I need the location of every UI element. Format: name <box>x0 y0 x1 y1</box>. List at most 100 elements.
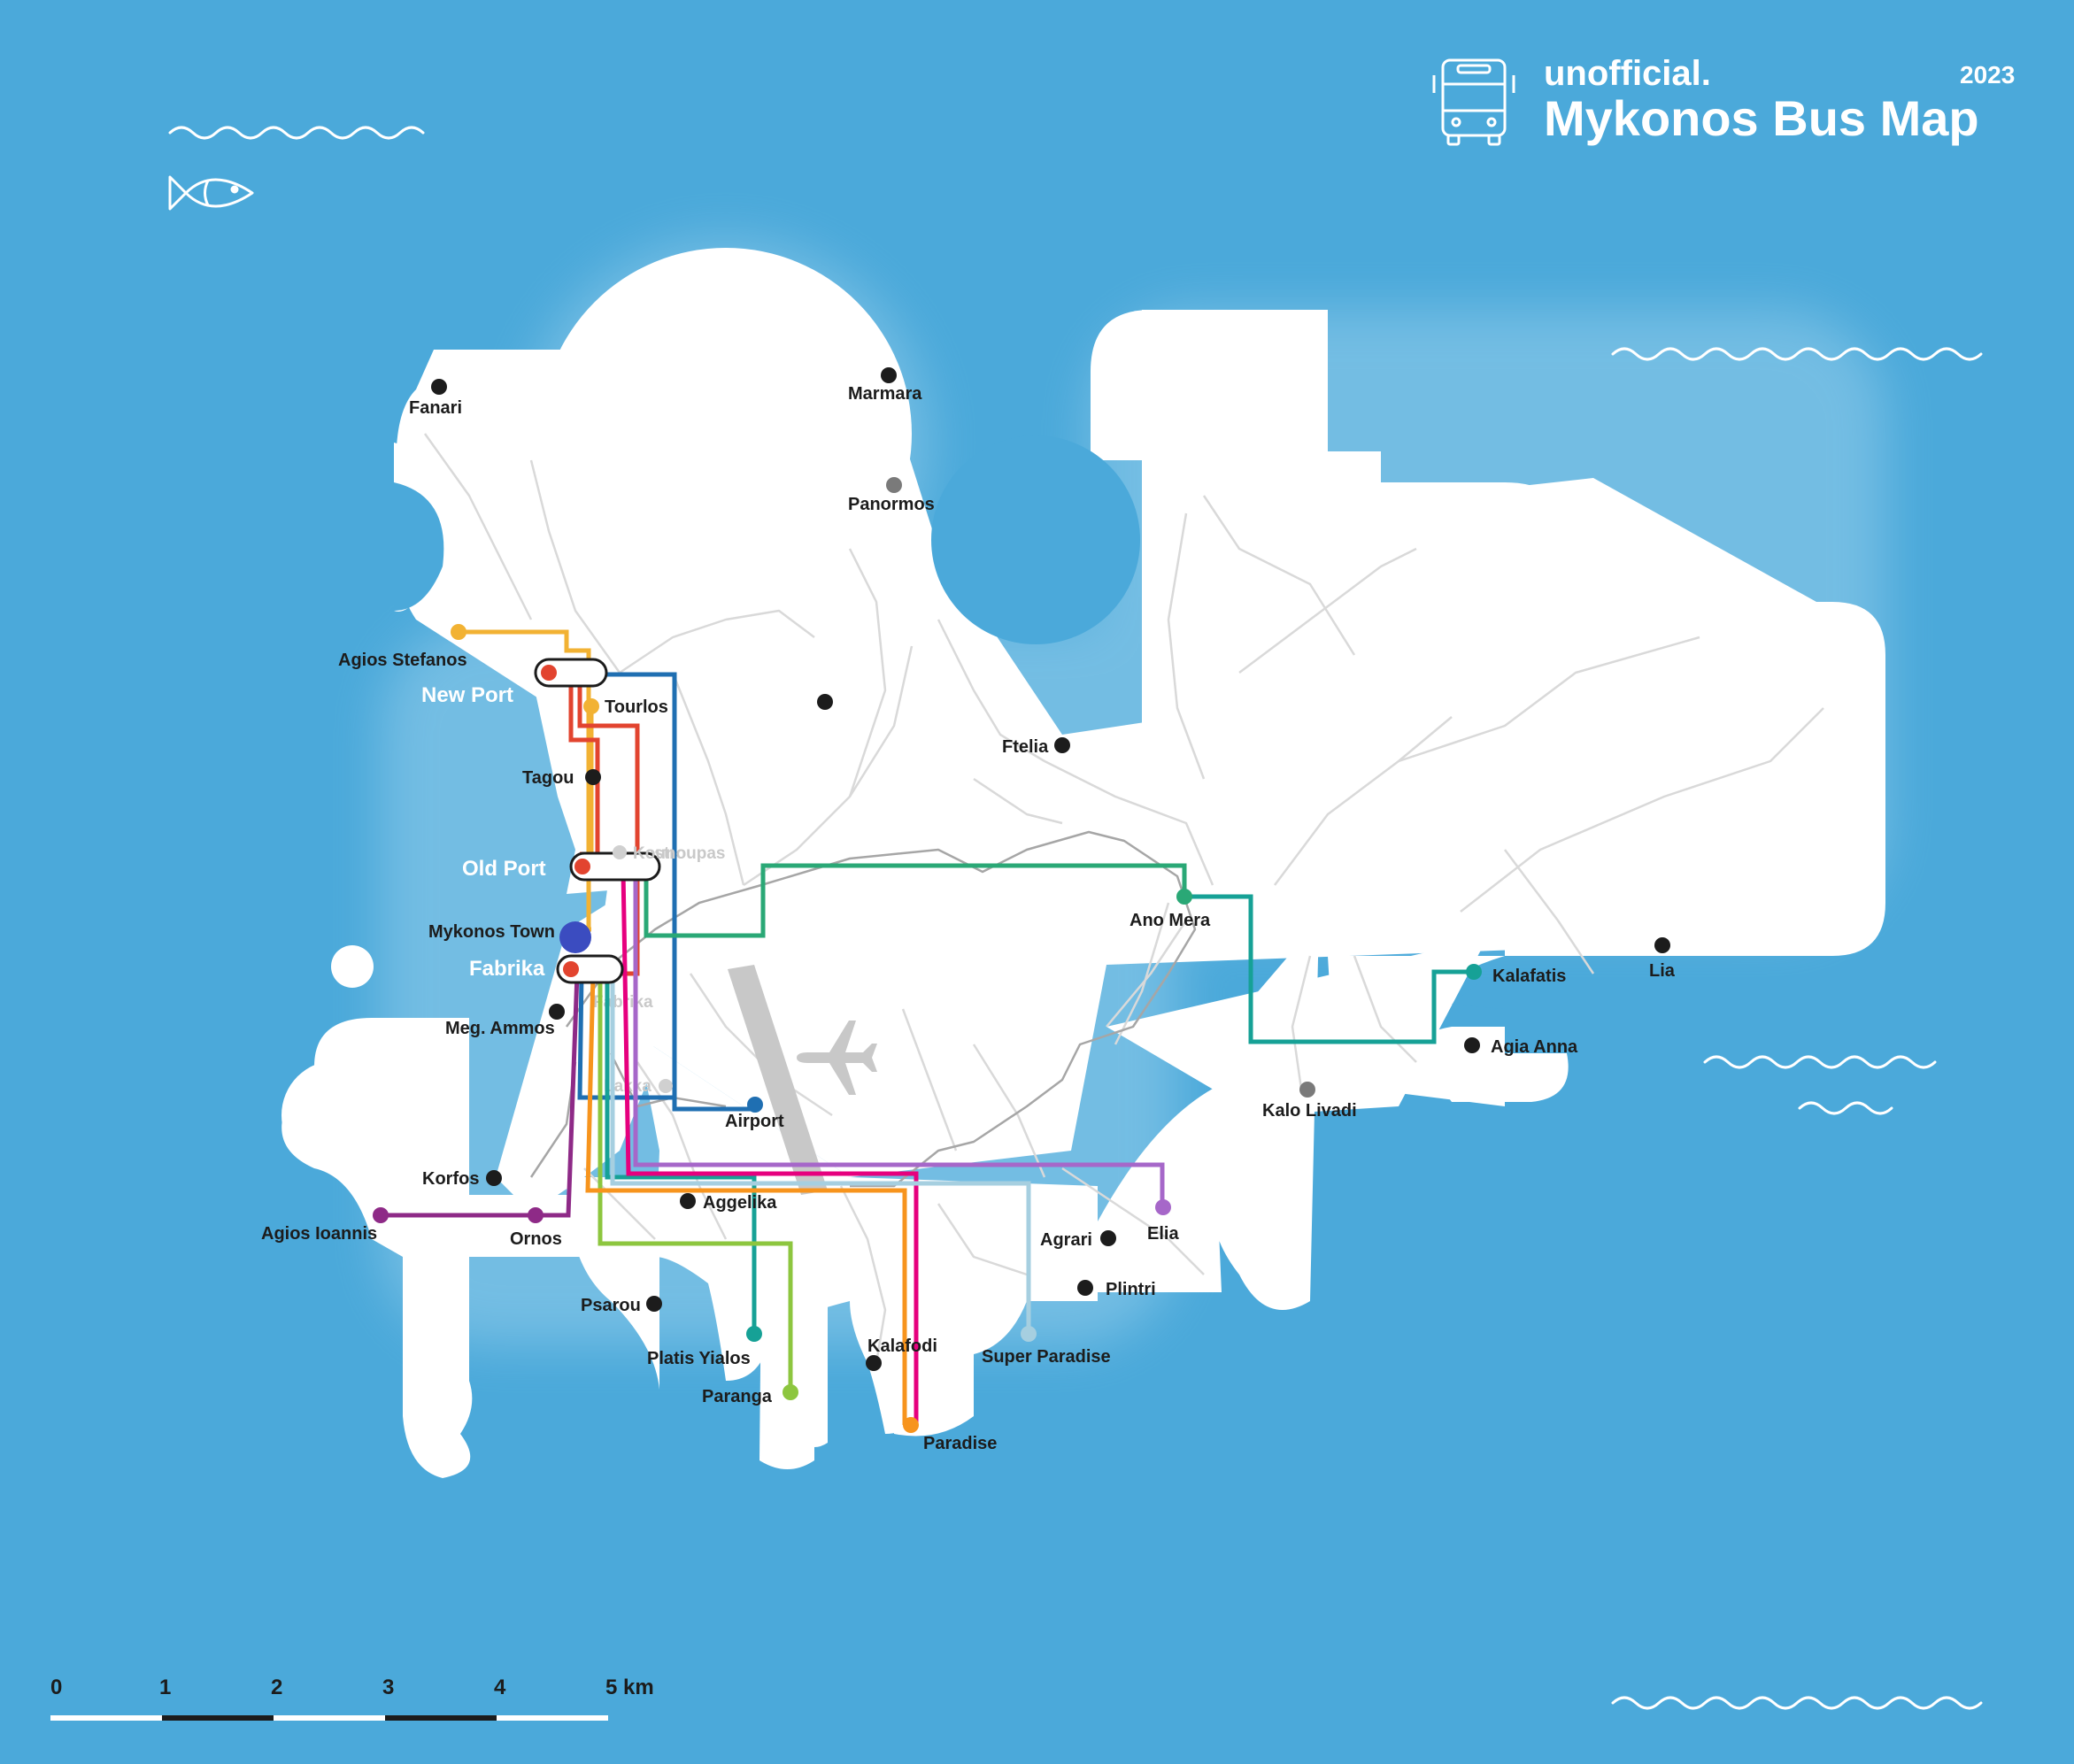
route-airport-blue <box>605 672 757 1112</box>
label-airport: Airport <box>725 1112 784 1131</box>
header-year: 2023 <box>1960 61 2015 89</box>
scale-tick: 4 <box>494 1675 506 1699</box>
stop-kalo-livadi[interactable] <box>1299 1082 1315 1098</box>
stop-korfos[interactable] <box>486 1170 502 1186</box>
stop-super-paradise[interactable] <box>1021 1326 1037 1342</box>
stop-agrari[interactable] <box>1100 1230 1116 1246</box>
scale-tick: 1 <box>159 1675 171 1699</box>
label-tagou: Tagou <box>522 768 574 788</box>
stop-fanari[interactable] <box>431 379 447 395</box>
stop-paradise[interactable] <box>903 1417 919 1433</box>
label-agios-ioannis: Agios Ioannis <box>261 1224 377 1244</box>
stop-tourlos[interactable] <box>583 698 599 714</box>
route-elia-lilac <box>633 870 1165 1208</box>
stop-tagou[interactable] <box>585 769 601 785</box>
label-ornos: Ornos <box>510 1229 562 1249</box>
label-korfos: Korfos <box>422 1169 479 1189</box>
header-title: Mykonos Bus Map <box>1544 90 1979 146</box>
label-kalafodi: Kalafodi <box>867 1336 937 1356</box>
label-fabrika: Fabrika <box>469 957 545 981</box>
label-tourlos: Tourlos <box>605 697 668 717</box>
stop-marmara[interactable] <box>881 367 897 383</box>
route-platis-yialos <box>605 974 757 1334</box>
label-paranga: Paranga <box>702 1387 773 1406</box>
label-kalafatis: Kalafatis <box>1492 967 1566 986</box>
label-platis-yialos: Platis Yialos <box>647 1349 751 1368</box>
stop-aggelika[interactable] <box>680 1193 696 1209</box>
label-ftelia: Ftelia <box>1002 737 1049 757</box>
stop-airport[interactable] <box>747 1097 763 1113</box>
scale-bar: 0 1 2 3 4 5 km <box>50 1675 654 1721</box>
hub-fabrika[interactable] <box>556 954 624 984</box>
label-psarou: Psarou <box>581 1296 641 1315</box>
stop-agios-stefanos[interactable] <box>451 624 466 640</box>
airport-runway <box>728 965 828 1195</box>
stop-ano-mera[interactable] <box>1176 889 1192 905</box>
route-paranga <box>598 974 793 1392</box>
label-agios-stefanos: Agios Stefanos <box>338 651 467 670</box>
label-plintri: Plintri <box>1106 1280 1156 1299</box>
label-agrari: Agrari <box>1040 1230 1092 1250</box>
route-kalafatis <box>1184 894 1474 1044</box>
stops <box>373 367 1670 1433</box>
label-meg-ammos: Meg. Ammos <box>445 1019 555 1038</box>
stop-elia[interactable] <box>1155 1199 1171 1215</box>
label-lia: Lia <box>1649 961 1676 981</box>
label-panormos: Panormos <box>848 495 935 514</box>
bays <box>394 435 1505 1009</box>
stop-psarou[interactable] <box>646 1296 662 1312</box>
stop-kounoupas[interactable] <box>613 845 627 859</box>
label-super-paradise: Super Paradise <box>982 1347 1111 1367</box>
wave-decorations <box>168 126 1983 1710</box>
stop-plintri[interactable] <box>1077 1280 1093 1296</box>
label-aggelika: Aggelika <box>703 1193 777 1213</box>
route-super-paradise <box>610 974 1031 1335</box>
route-paradise-magenta <box>621 869 919 1427</box>
stop-lakka[interactable] <box>659 1079 673 1093</box>
route-ornos-purple <box>381 973 580 1218</box>
label-kalo-livadi: Kalo Livadi <box>1262 1101 1357 1121</box>
stop-meg-ammos[interactable] <box>549 1004 565 1020</box>
stop-agios-ioannis[interactable] <box>373 1207 389 1223</box>
route-airport-blue-b <box>577 973 675 1100</box>
airport-plane-icon <box>797 1021 877 1095</box>
label-kounoupas: Kounoupas <box>633 844 726 863</box>
wave-icon <box>1798 1101 1893 1115</box>
label-mykonos-town: Mykonos Town <box>428 922 555 942</box>
stop-paranga[interactable] <box>783 1384 798 1400</box>
scale-tick: 3 <box>382 1675 394 1699</box>
scale-tick: 5 km <box>605 1675 654 1699</box>
stop-panormos[interactable] <box>886 477 902 493</box>
label-elia: Elia <box>1147 1224 1179 1244</box>
header-prefix: unofficial. <box>1544 54 1711 93</box>
stop-ornos[interactable] <box>528 1207 544 1223</box>
label-old-port: Old Port <box>462 857 546 881</box>
label-fanari: Fanari <box>409 398 462 418</box>
stop-agia-anna[interactable] <box>1464 1037 1480 1053</box>
label-ano-mera: Ano Mera <box>1130 911 1211 930</box>
fish-icon <box>168 175 254 211</box>
wave-icon <box>168 126 425 140</box>
route-ano-mera <box>644 863 1187 938</box>
hub-old-port[interactable] <box>569 851 661 882</box>
roads <box>423 433 1824 1364</box>
label-marmara: Marmara <box>848 384 922 404</box>
stop-kalafatis[interactable] <box>1466 964 1482 980</box>
route-paradise-orange <box>585 973 907 1425</box>
label-paradise: Paradise <box>923 1434 997 1453</box>
scale-tick: 0 <box>50 1675 62 1699</box>
scale-tick: 2 <box>271 1675 282 1699</box>
stop-platis-yialos[interactable] <box>746 1326 762 1342</box>
label-agia-anna: Agia Anna <box>1491 1037 1578 1057</box>
stop-lia[interactable] <box>1654 937 1670 953</box>
stop-ftelia[interactable] <box>1054 737 1070 753</box>
label-new-port: New Port <box>421 683 513 707</box>
bus-icon <box>1432 58 1515 146</box>
stop-unnamed[interactable] <box>817 694 833 710</box>
mykonos-town-marker[interactable] <box>559 921 591 953</box>
wave-icon <box>1611 347 1983 361</box>
hub-new-port[interactable] <box>534 658 608 688</box>
stop-kalafodi[interactable] <box>866 1355 882 1371</box>
wave-icon <box>1703 1055 1937 1069</box>
